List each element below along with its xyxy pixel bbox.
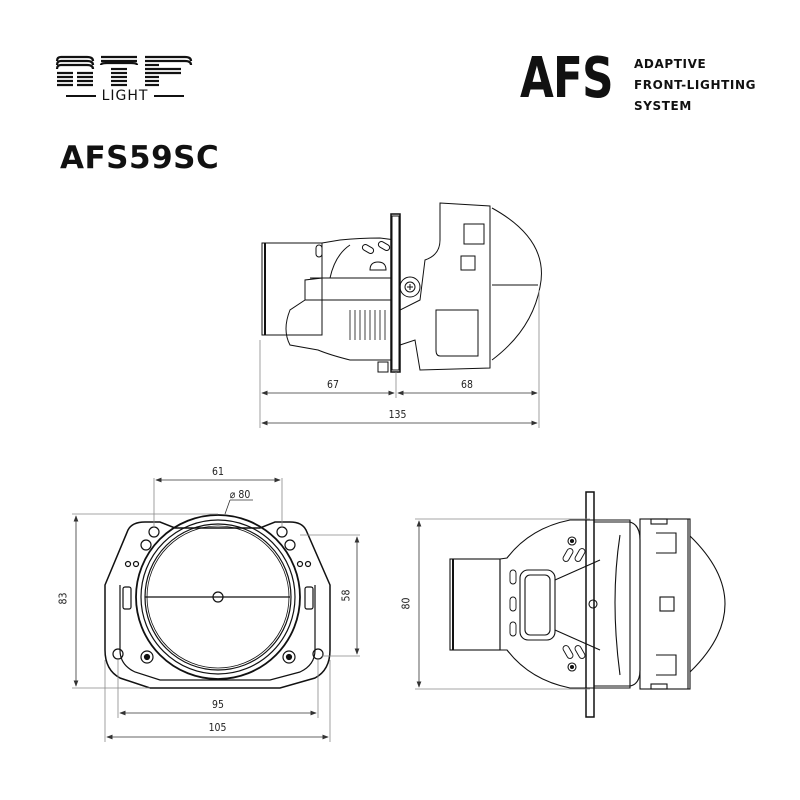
- afs-line-1: ADAPTIVE: [634, 57, 707, 71]
- top-view: [449, 491, 726, 718]
- brand-sub: LIGHT: [55, 88, 195, 104]
- dim-total-length: 135: [388, 408, 407, 421]
- front-view-dimensions: [72, 477, 360, 742]
- mtf-logo-icon: [55, 55, 193, 87]
- afs-mark: AFS: [520, 46, 614, 111]
- logo-line-left: [65, 95, 96, 97]
- dim-lens-diameter: ⌀ 80: [229, 488, 251, 501]
- top-view-dimensions: [415, 518, 590, 690]
- dim-front-length: 68: [461, 378, 473, 391]
- afs-line-2: FRONT-LIGHTING: [634, 78, 757, 92]
- brand-logo: LIGHT: [55, 55, 195, 110]
- logo-line-right: [154, 95, 185, 97]
- brand-sub-text: LIGHT: [101, 88, 149, 104]
- front-view: [104, 514, 331, 689]
- dim-top-view-height: 80: [399, 597, 413, 610]
- dim-hole-spacing-vertical: 58: [339, 589, 353, 602]
- afs-description: ADAPTIVE FRONT-LIGHTING SYSTEM: [634, 54, 756, 117]
- dim-hole-spacing-bottom: 95: [212, 698, 224, 711]
- side-view-dimensions: [259, 290, 540, 428]
- dim-width: 105: [208, 721, 227, 734]
- dim-height: 83: [56, 592, 70, 605]
- dim-rear-length: 67: [327, 378, 339, 391]
- side-view: [261, 202, 542, 373]
- model-title: AFS59SC: [60, 140, 220, 176]
- afs-line-3: SYSTEM: [634, 99, 692, 113]
- dim-hole-spacing-top: 61: [212, 465, 224, 478]
